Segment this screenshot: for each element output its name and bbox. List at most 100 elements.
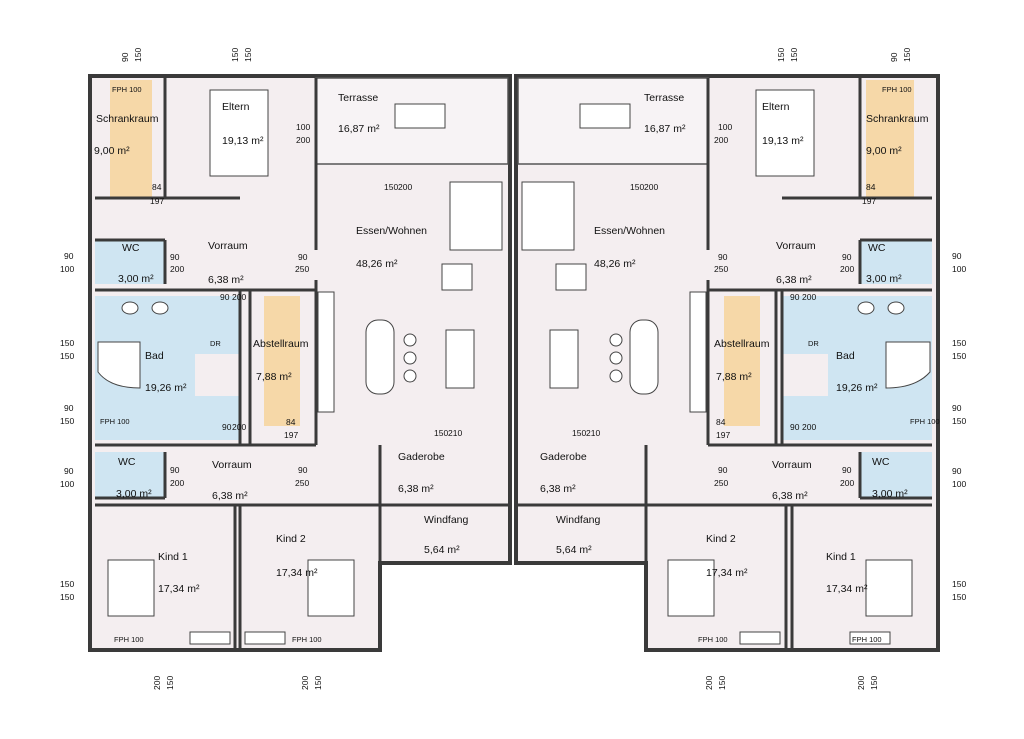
bad-right-name: Bad	[836, 350, 855, 362]
kind1-right-area: 17,34 m²	[826, 583, 868, 595]
dim-left-bad2-a: 90	[64, 403, 74, 413]
kind2-right-area: 17,34 m²	[706, 567, 748, 579]
schrankraum-left-d2: 197	[150, 196, 164, 206]
wc-top-left-fill	[95, 240, 165, 284]
desk-icon	[244, 631, 286, 645]
abstellraum-left-fill	[264, 296, 300, 426]
bed-icon	[667, 559, 715, 617]
bad-left-d2: 200	[232, 422, 246, 432]
dim-left-bad-b: 150	[60, 351, 74, 361]
kitchen-island-icon	[365, 319, 395, 395]
wc-bottom-right-fill	[860, 452, 932, 498]
gaderobe-right-area: 6,38 m²	[540, 483, 576, 495]
dim-left-bad-a: 150	[60, 338, 74, 348]
stool-icon	[609, 333, 623, 347]
dim-top-right-eltern-b: 150	[789, 48, 799, 62]
wc-top-left-name: WC	[122, 242, 140, 254]
wc-bottom-right-name: WC	[872, 456, 890, 468]
dim-bottom-kind2-left-b: 150	[313, 676, 323, 690]
kind2-left-area: 17,34 m²	[276, 567, 318, 579]
schrankraum-right-d2: 197	[862, 196, 876, 206]
essen-right-d4: 250	[714, 264, 728, 274]
eltern-right-d2: 200	[714, 135, 728, 145]
dim-left-bad2-b: 150	[60, 416, 74, 426]
dim-bottom-kind1-left-a: 200	[152, 676, 162, 690]
windfang-left-area: 5,64 m²	[424, 544, 460, 556]
dim-bottom-kind1-left-b: 150	[165, 676, 175, 690]
sink-icon	[151, 301, 169, 315]
dim-top-eltern-a: 150	[230, 48, 240, 62]
dim-bottom-kind2-right-a: 200	[704, 676, 714, 690]
gaderobe-right-d1: 150	[572, 428, 586, 438]
gaderobe-right-name: Gaderobe	[540, 451, 587, 463]
dim-bottom-kind1-right-a: 200	[856, 676, 866, 690]
dim-right-kind-b: 150	[952, 592, 966, 602]
furniture	[97, 89, 931, 645]
eltern-right-area: 19,13 m²	[762, 135, 804, 147]
dim-right-kind-a: 150	[952, 579, 966, 589]
windfang-right-name: Windfang	[556, 514, 601, 526]
bad-right-d2: 200	[802, 422, 816, 432]
dim-left-kind-b: 150	[60, 592, 74, 602]
vorraum-bottom-left-d4: 250	[295, 478, 309, 488]
essen-left-area: 48,26 m²	[356, 258, 398, 270]
stool-icon	[403, 369, 417, 383]
schrankraum-left-fph: FPH 100	[112, 85, 142, 94]
vorraum-top-left-d2: 200	[232, 292, 246, 302]
essen-left-d3: 90	[298, 252, 308, 262]
eltern-left-area: 19,13 m²	[222, 135, 264, 147]
eltern-right-name: Eltern	[762, 101, 790, 113]
kind2-right-name: Kind 2	[706, 533, 736, 545]
bad-right-d1: 90	[790, 422, 800, 432]
vorraum-bottom-left-area: 6,38 m²	[212, 490, 248, 502]
kind1-left-area: 17,34 m²	[158, 583, 200, 595]
abstellraum-right-name: Abstellraum	[714, 338, 770, 350]
schrankraum-left-fill	[110, 80, 152, 198]
vorraum-bottom-right-d1: 90	[718, 465, 728, 475]
dim-left-wc-b: 100	[60, 264, 74, 274]
bathtub-icon	[97, 341, 141, 389]
kitchen-counter-icon	[689, 291, 707, 413]
wc-top-right-d1: 90	[842, 252, 852, 262]
dim-right-bad2-b: 150	[952, 416, 966, 426]
armchair-icon	[555, 263, 587, 291]
terrasse-right-area: 16,87 m²	[644, 123, 686, 135]
bed-icon	[307, 559, 355, 617]
essen-right-area: 48,26 m²	[594, 258, 636, 270]
sink-icon	[857, 301, 875, 315]
kind1-left-fph: FPH 100	[114, 635, 144, 644]
bad-right-fill	[782, 296, 932, 440]
abstellraum-left-d2: 197	[284, 430, 298, 440]
dim-bottom-kind2-right-b: 150	[717, 676, 727, 690]
dim-top-eltern-b: 150	[243, 48, 253, 62]
vorraum-bottom-right-name: Vorraum	[772, 459, 812, 471]
dim-right-wc-a: 90	[952, 251, 962, 261]
desk-icon	[849, 631, 891, 645]
dim-left-wc2-b: 100	[60, 479, 74, 489]
wc-top-left-d1: 90	[170, 252, 180, 262]
wc-bottom-left-d1: 90	[170, 465, 180, 475]
sofa-icon	[521, 181, 575, 251]
wc-bottom-left-d2: 200	[170, 478, 184, 488]
desk-icon	[189, 631, 231, 645]
bad-left-area: 19,26 m²	[145, 382, 187, 394]
table-icon	[394, 103, 446, 129]
wc-top-left-d2: 200	[170, 264, 184, 274]
bed-icon	[107, 559, 155, 617]
wc-top-left-area: 3,00 m²	[118, 273, 154, 285]
wc-bottom-left-area: 3,00 m²	[116, 488, 152, 500]
dining-table-icon	[549, 329, 579, 389]
bad-right-fph: FPH 100	[910, 417, 940, 426]
dim-right-wc2-b: 100	[952, 479, 966, 489]
interior-walls	[95, 76, 932, 650]
dim-bottom-kind2-left-a: 200	[300, 676, 310, 690]
wc-top-right-area: 3,00 m²	[866, 273, 902, 285]
vorraum-top-left-d1: 90	[220, 292, 230, 302]
eltern-left-d1: 100	[296, 122, 310, 132]
bad-left-name: Bad	[145, 350, 164, 362]
schrankraum-left-area: 9,00 m²	[94, 145, 130, 157]
bad-left-d1: 90	[222, 422, 232, 432]
wc-top-right-d2: 200	[840, 264, 854, 274]
essen-right-d3: 90	[718, 252, 728, 262]
abstellraum-left-name: Abstellraum	[253, 338, 309, 350]
